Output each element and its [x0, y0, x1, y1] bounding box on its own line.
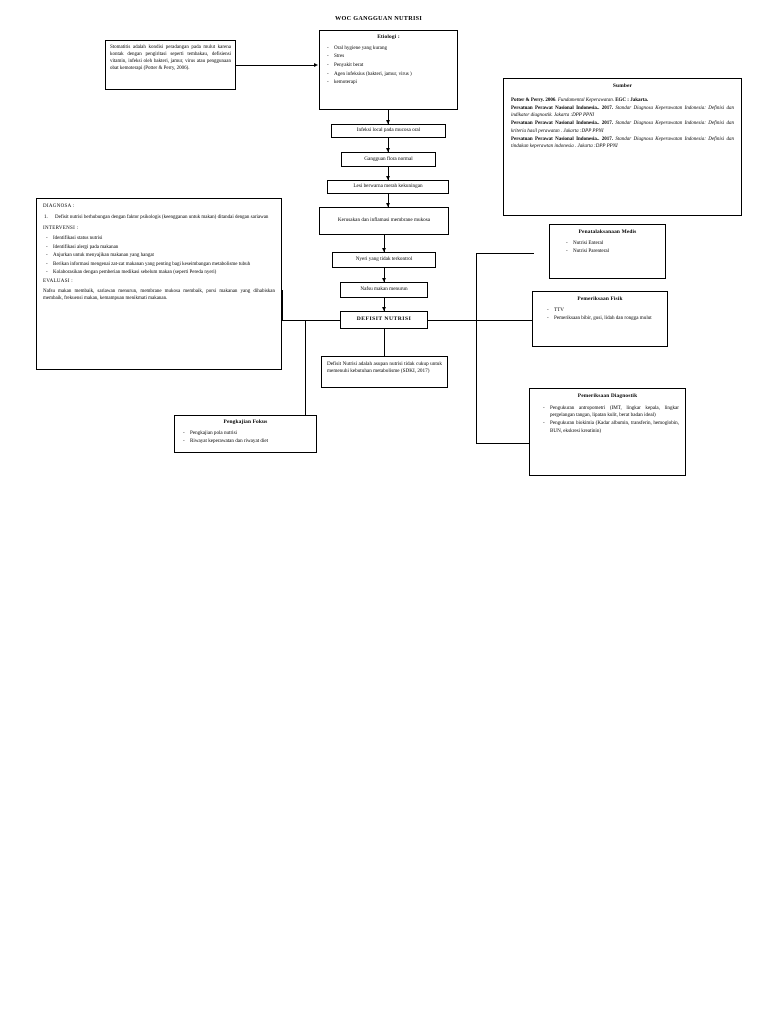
pemeriksaan-fisik-item: Pemeriksaan bibir, gusi, lidah dan rongg… — [547, 315, 662, 322]
arrowhead-step4-icon — [385, 203, 390, 207]
intervensi-item: Anjurkan untuk menyajikan makanan yang h… — [46, 252, 275, 259]
arrowhead-step5-icon — [381, 248, 386, 252]
pengkajian-fokus-title: Pengkajian Fokus — [223, 419, 268, 425]
reference-item: Persatuan Perawat Nasional Indonesia.. 2… — [511, 136, 734, 151]
penatalaksanaan-medis-list: Nutrisi Enteral Nutrisi Parenteral — [555, 240, 660, 256]
reference-title: . Fundamental Keperawatan. — [555, 97, 616, 103]
diagnosa-heading: DIAGNOSA : — [43, 204, 75, 209]
flow-step-infeksi-local: Infeksi local pada mucosa oral — [331, 124, 446, 138]
intervensi-item: Kolaborasikan dengan pemberian medikasi … — [46, 269, 275, 276]
evaluasi-text: Nafsu makan membaik, sariawan menurun, m… — [43, 289, 275, 302]
pengkajian-fokus-item: Pengkajian pola nutrisi — [183, 430, 311, 437]
flow-step-nyeri-tidak-terkontrol: Nyeri yang tidak terkontrol — [332, 252, 436, 268]
connector-right-vertical-bus — [476, 253, 477, 443]
flow-step-kerusakan-inflamasi: Kerusakan dan inflamasi membrane mukosa — [319, 207, 449, 235]
pemeriksaan-fisik-item: TTV — [547, 307, 662, 314]
sumber-title: Sumber — [612, 83, 633, 89]
connector-definition-to-etiologi — [236, 65, 314, 66]
pengkajian-fokus-list: Pengkajian pola nutrisi Riwayat keperawa… — [180, 430, 311, 446]
stomatitis-definition-text: Stomatitis adalah kondisi peradangan pad… — [110, 45, 231, 72]
pemeriksaan-diagnostik-list: Pengukuran antropometri (IMT, lingkar ke… — [536, 405, 679, 435]
connector-defisit-to-right-bus — [428, 320, 535, 321]
penatalaksanaan-medis-box: Penatalaksanaan Medis Nutrisi Enteral Nu… — [549, 224, 666, 279]
evaluasi-heading: EVALUASI : — [43, 278, 73, 284]
connector-to-pengkajian-fokus — [305, 320, 306, 423]
flow-step-nafsu-makan-menurun: Nafsu makan menurun — [340, 282, 428, 298]
flow-step-defisit-nutrisi: DEFISIT NUTRISI — [340, 311, 428, 329]
arrowhead-step6-icon — [381, 278, 386, 282]
reference-title: Standar Diagnosa Keperawatan Indonesia: … — [511, 121, 734, 134]
intervensi-item: Identifikasi status nutrisi — [46, 235, 275, 242]
connector-step7-to-definition — [384, 329, 385, 356]
reference-authors: Potter & Perry. 2006 — [511, 97, 556, 103]
etiologi-list: Oral hygiene yang kurang Stres Penyakit … — [324, 45, 453, 87]
penatalaksanaan-medis-item: Nutrisi Enteral — [566, 240, 660, 247]
arrowhead-step7-icon — [381, 307, 386, 311]
intervensi-list: Identifikasi status nutrisi Identifikasi… — [43, 235, 275, 276]
flow-step-gangguan-flora: Gangguan flora normal — [341, 152, 436, 167]
intervensi-heading: INTERVENSI : — [43, 226, 79, 232]
pengkajian-fokus-item: Riwayat keperawatan dan riwayat diet — [183, 438, 311, 445]
connector-step6-to-step7 — [384, 298, 385, 311]
connector-to-pemeriksaan-diagnostik — [476, 443, 532, 444]
sumber-box: Sumber Potter & Perry. 2006. Fundamental… — [503, 78, 742, 216]
diagnosa-list: Defisit nutrisi berhubungan dengan fakto… — [43, 214, 275, 222]
reference-item: Persatuan Perawat Nasional Indonesia.. 2… — [511, 105, 734, 120]
pemeriksaan-diagnostik-title: Pemeriksaan Diagnostik — [577, 393, 638, 399]
pemeriksaan-fisik-box: Pemeriksaan Fisik TTV Pemeriksaan bibir,… — [532, 291, 668, 347]
connector-step5-to-step6 — [384, 268, 385, 282]
arrowhead-to-etiologi-icon — [314, 62, 318, 67]
connector-to-penatalaksanaan — [476, 253, 534, 254]
page-title: WOC GANGGUAN NUTRISI — [335, 15, 423, 22]
reference-authors: Persatuan Perawat Nasional Indonesia.. 2… — [511, 105, 613, 111]
connector-left-bus-vertical — [282, 290, 283, 320]
penatalaksanaan-medis-item: Nutrisi Parenteral — [566, 248, 660, 255]
arrowhead-step1-icon — [385, 120, 390, 124]
arrowhead-step3-icon — [385, 176, 390, 180]
pemeriksaan-fisik-list: TTV Pemeriksaan bibir, gusi, lidah dan r… — [538, 307, 662, 323]
pemeriksaan-diagnostik-item: Pengukuran antropometri (IMT, lingkar ke… — [543, 405, 679, 419]
etiologi-item: Penyakit berat — [327, 62, 453, 69]
reference-item: Persatuan Perawat Nasional Indonesia.. 2… — [511, 120, 734, 135]
etiologi-item: Stres — [327, 53, 453, 60]
reference-title: Standar Diagnosa Keperawatan Indonesia: … — [511, 136, 734, 150]
diagnosa-item: Defisit nutrisi berhubungan dengan fakto… — [44, 214, 269, 222]
reference-title: Standar Diagnosa Keperawatan Indonesia: … — [511, 105, 734, 119]
etiologi-item: kemoterapi — [327, 79, 453, 86]
etiologi-title: Etiologi : — [377, 34, 400, 40]
arrowhead-step2-icon — [385, 148, 390, 152]
pemeriksaan-diagnostik-box: Pemeriksaan Diagnostik Pengukuran antrop… — [529, 388, 686, 476]
intervensi-item: Identifikasi alergi pada makanan — [46, 244, 275, 251]
connector-defisit-to-left-bus — [282, 320, 340, 321]
reference-authors: Persatuan Perawat Nasional Indonesia.. 2… — [511, 121, 613, 127]
etiologi-item: Agen infeksius (bakteri, jamur, virus ) — [327, 71, 453, 78]
connector-step2-to-step3 — [388, 167, 389, 180]
etiologi-item: Oral hygiene yang kurang — [327, 45, 453, 52]
penatalaksanaan-medis-title: Penatalaksanaan Medis — [578, 229, 637, 235]
connector-step1-to-step2 — [388, 138, 389, 152]
connector-step3-to-step4 — [388, 194, 389, 207]
pengkajian-fokus-box: Pengkajian Fokus Pengkajian pola nutrisi… — [174, 415, 317, 453]
pemeriksaan-diagnostik-item: Pengukuran biokimia (Kadar albumin, tran… — [543, 420, 679, 434]
reference-authors: Persatuan Perawat Nasional Indonesia.. 2… — [511, 136, 613, 142]
connector-etiologi-to-step1 — [388, 110, 389, 124]
diagnosa-box: DIAGNOSA : Defisit nutrisi berhubungan d… — [36, 198, 282, 370]
intervensi-item: Berikan informasi mengenai zat-zat makan… — [46, 261, 275, 268]
reference-publisher: EGC : Jakarta. — [615, 97, 649, 103]
connector-step4-to-step5 — [384, 235, 385, 252]
defisit-nutrisi-definition-box: Defisit Nutrisi adalah asupan nutrisi ti… — [321, 356, 448, 388]
reference-item: Potter & Perry. 2006. Fundamental Kepera… — [511, 97, 734, 105]
etiologi-box: Etiologi : Oral hygiene yang kurang Stre… — [319, 30, 458, 110]
flow-step-lesi-berwarna: Lesi berwarna merah kekuningan — [327, 180, 449, 194]
pemeriksaan-fisik-title: Pemeriksaan Fisik — [577, 296, 623, 302]
stomatitis-definition-box: Stomatitis adalah kondisi peradangan pad… — [105, 40, 236, 90]
